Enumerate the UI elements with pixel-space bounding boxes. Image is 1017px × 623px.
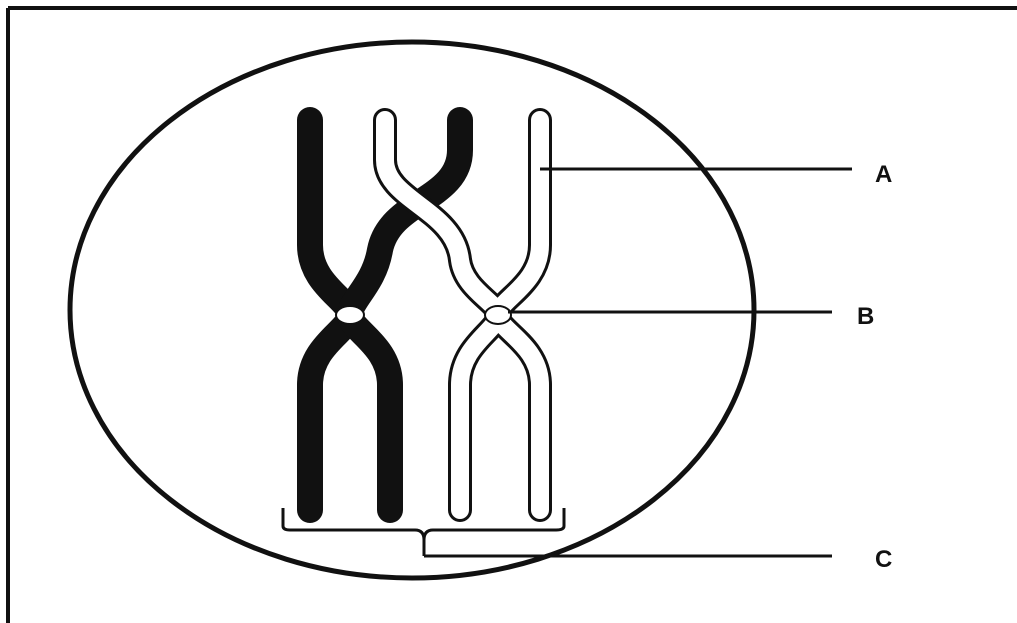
cell-outline — [70, 42, 754, 578]
light-centromere — [485, 306, 511, 324]
label-a: A — [875, 161, 892, 188]
label-b: B — [857, 303, 874, 330]
bracket-c — [283, 508, 832, 556]
pointer-lines — [508, 169, 852, 312]
label-c: C — [875, 546, 892, 573]
dark-centromere — [336, 306, 364, 324]
